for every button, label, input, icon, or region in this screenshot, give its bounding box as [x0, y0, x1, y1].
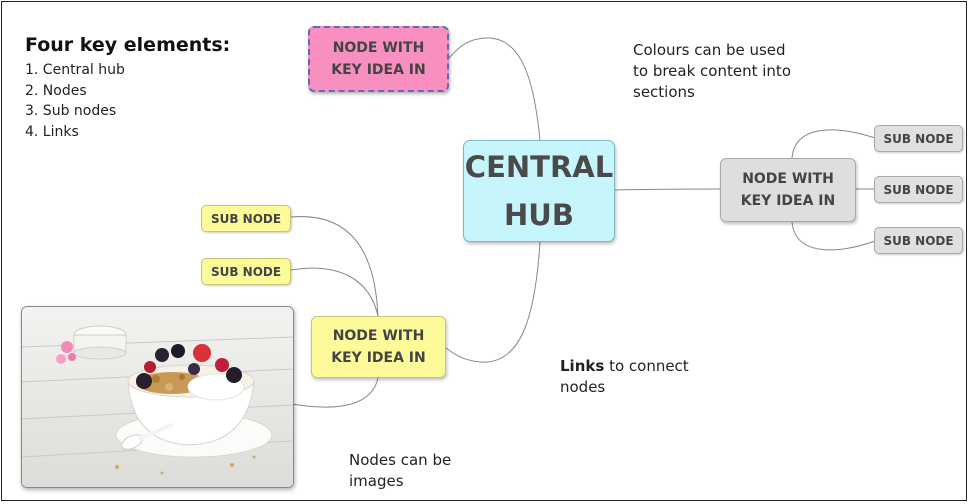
link-yellow-to-sub-2 [290, 267, 379, 317]
link-yellow-to-image [291, 377, 379, 408]
link-grey-to-sub-3 [791, 221, 876, 251]
list-item: 3. Sub nodes [25, 103, 117, 119]
yogurt-bowl-photo[interactable] [21, 306, 294, 488]
link-central-to-pink-node [448, 37, 541, 141]
colours-note: Colours can be used to break content int… [633, 41, 791, 101]
links-note: Links to connect nodes [560, 357, 689, 396]
list-item: 1. Central hub [25, 62, 125, 78]
link-central-to-yellow-node [445, 241, 541, 363]
images-note: Nodes can be images [349, 451, 452, 490]
link-yellow-to-sub-1 [290, 216, 379, 317]
grey-sub-node-2[interactable]: SUB NODE [874, 176, 963, 203]
grey-sub-node-3[interactable]: SUB NODE [874, 227, 963, 254]
link-grey-to-sub-1 [791, 129, 876, 159]
elements-title: Four key elements: [25, 34, 231, 56]
list-item: 2. Nodes [25, 82, 87, 99]
yogurt-bowl-illustration [22, 307, 293, 487]
elements-list: 1. Central hub 2. Nodes 3. Sub nodes 4. … [25, 60, 125, 142]
yellow-sub-node-2[interactable]: SUB NODE [201, 258, 291, 285]
list-item: 4. Links [25, 123, 79, 140]
yellow-sub-node-1[interactable]: SUB NODE [201, 205, 291, 232]
grey-sub-node-1[interactable]: SUB NODE [874, 125, 963, 152]
link-central-to-grey-node [614, 188, 721, 191]
